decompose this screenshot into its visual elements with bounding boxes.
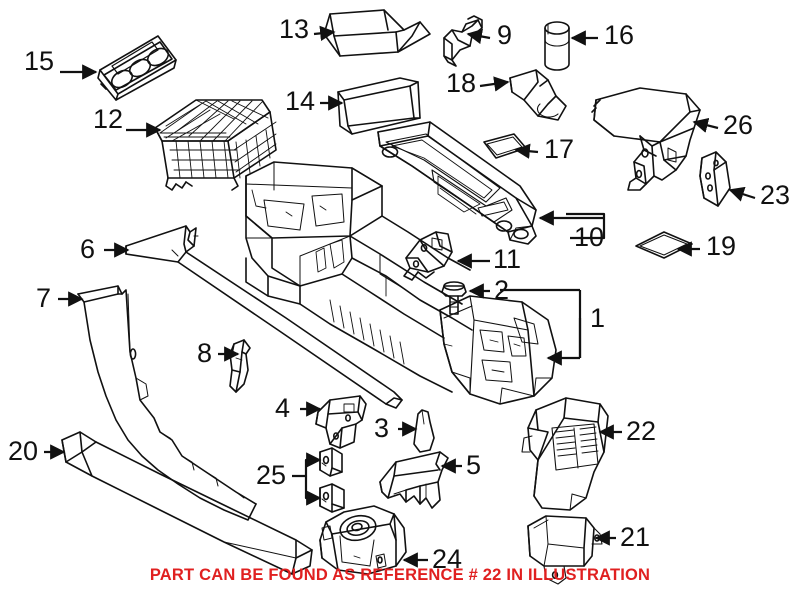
callout-19[interactable]: 19 xyxy=(706,231,737,261)
part-25-mounting-clip-pair xyxy=(319,447,345,513)
part-17-trim-cover-plate xyxy=(483,133,527,159)
callout-20[interactable]: 20 xyxy=(8,436,39,466)
part-16-ashtray-cup-container xyxy=(544,21,570,71)
callout-8[interactable]: 8 xyxy=(197,338,213,368)
part-19-diamond-trim-emblem xyxy=(635,231,693,259)
part-5-console-mount-rail xyxy=(379,451,449,509)
callout-leaders xyxy=(44,25,756,568)
part-1-center-console-body xyxy=(439,295,557,405)
part-7-left-console-side-panel xyxy=(77,285,257,521)
callout-22[interactable]: 22 xyxy=(626,416,657,446)
callout-25[interactable]: 25 xyxy=(256,460,287,490)
callout-15[interactable]: 15 xyxy=(24,46,55,76)
callout-6[interactable]: 6 xyxy=(80,234,96,264)
callout-5[interactable]: 5 xyxy=(466,450,482,480)
callout-9[interactable]: 9 xyxy=(497,20,513,50)
callout-18[interactable]: 18 xyxy=(446,68,477,98)
part-9-cup-holder-divider-frame xyxy=(443,15,483,67)
part-24-gear-shifter-module xyxy=(319,505,407,575)
callout-4[interactable]: 4 xyxy=(275,393,291,423)
part-3-retainer-plug xyxy=(413,409,435,453)
center-console-frame-body xyxy=(245,161,473,393)
part-11-bezel-support-bracket xyxy=(403,231,453,281)
callout-21[interactable]: 21 xyxy=(620,522,651,552)
callout-11[interactable]: 11 xyxy=(493,244,522,274)
callout-17[interactable]: 17 xyxy=(544,134,575,164)
part-10-shift-boot-trim-bezel xyxy=(377,121,537,245)
part-20-rear-air-duct-channel xyxy=(61,431,313,575)
callout-13[interactable]: 13 xyxy=(279,14,310,44)
part-8-console-retaining-clip-bracket xyxy=(229,339,251,393)
part-6-right-console-trim-strip xyxy=(125,225,403,409)
callout-3[interactable]: 3 xyxy=(374,413,390,443)
reference-footnote: PART CAN BE FOUND AS REFERENCE # 22 IN I… xyxy=(149,566,651,584)
part-12-storage-mesh-tray xyxy=(154,99,277,191)
callout-16[interactable]: 16 xyxy=(604,20,635,50)
part-4-console-side-bracket xyxy=(315,395,367,449)
callout-12[interactable]: 12 xyxy=(93,104,124,134)
part-26-armrest-assembly xyxy=(591,87,701,191)
callout-23[interactable]: 23 xyxy=(760,180,791,210)
callout-26[interactable]: 26 xyxy=(723,110,754,140)
part-13-console-storage-insert xyxy=(323,9,431,57)
callout-10[interactable]: 10 xyxy=(574,222,605,252)
part-23-armrest-side-bracket xyxy=(699,151,731,207)
callout-1[interactable]: 1 xyxy=(590,303,606,333)
part-18-coin-holder-tray xyxy=(509,69,567,121)
callout-2[interactable]: 2 xyxy=(494,275,510,305)
callout-14[interactable]: 14 xyxy=(285,86,316,116)
callout-24[interactable]: 24 xyxy=(432,544,463,574)
callout-7[interactable]: 7 xyxy=(36,283,52,313)
part-15-cup-holder-insert xyxy=(97,35,177,101)
part-22-rear-console-vent-panel xyxy=(521,397,609,511)
part-2-console-mounting-bolt xyxy=(441,281,467,315)
